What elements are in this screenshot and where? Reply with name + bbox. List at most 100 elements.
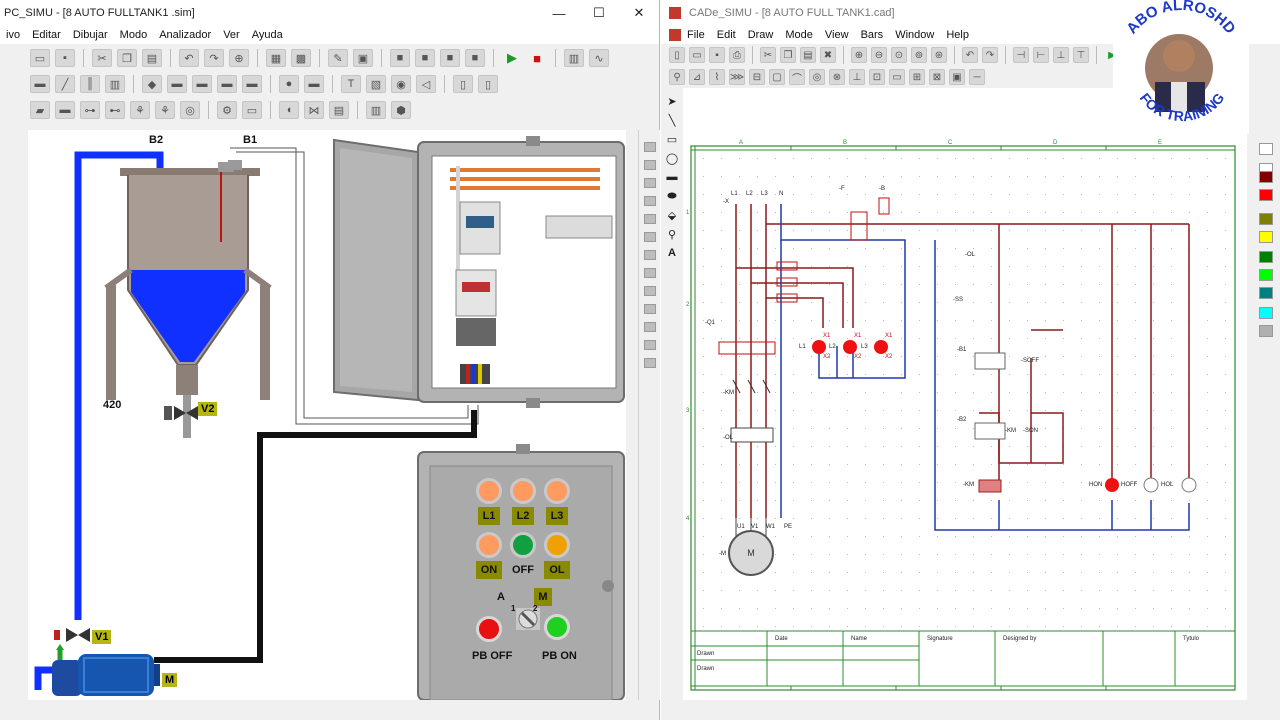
palette-swatch[interactable] [644, 358, 656, 368]
tool-h-icon[interactable]: ▭ [242, 101, 262, 119]
comp3-icon[interactable]: ▬ [192, 75, 212, 93]
pipe2-icon[interactable]: ▥ [105, 75, 125, 93]
menu-dibujar[interactable]: Dibujar [72, 29, 108, 41]
undo-icon[interactable]: ↶ [962, 47, 978, 63]
contact-icon[interactable]: ⌒ [789, 69, 805, 85]
comp2-icon[interactable]: ▬ [167, 75, 187, 93]
color-swatch[interactable] [1259, 287, 1273, 299]
shape3-icon[interactable]: ■ [440, 49, 460, 67]
cut-icon[interactable]: ✂ [92, 49, 112, 67]
save-icon[interactable]: ▪ [709, 47, 725, 63]
print-icon[interactable]: ⎙ [729, 47, 745, 63]
lamp-icon[interactable]: ⊗ [829, 69, 845, 85]
menu-modo[interactable]: Modo [119, 29, 148, 41]
paste-icon[interactable]: ▤ [142, 49, 162, 67]
undo-icon[interactable]: ↶ [179, 49, 199, 67]
stop-icon[interactable]: ■ [533, 50, 541, 66]
switch3-icon[interactable]: ⋙ [729, 69, 745, 85]
color-swatch[interactable] [1259, 143, 1273, 155]
palette-swatch[interactable] [644, 196, 656, 206]
valve-v2-tag[interactable]: V2 [198, 402, 218, 416]
color-swatch[interactable] [1259, 325, 1273, 337]
color-swatch[interactable] [1259, 213, 1273, 225]
comp-icon[interactable]: ◆ [142, 75, 162, 93]
zoom-page-icon[interactable]: ⊛ [931, 47, 947, 63]
tool-i-icon[interactable]: ◖ [279, 101, 299, 119]
open-icon[interactable]: ▭ [30, 49, 50, 67]
tool-e-icon[interactable]: ⚘ [130, 101, 150, 119]
shape-icon[interactable]: ■ [390, 49, 410, 67]
schematic-canvas[interactable]: M A B C D E 1 2 3 4 [683, 88, 1247, 700]
wire-icon[interactable]: ─ [969, 69, 985, 85]
comp4-icon[interactable]: ▬ [217, 75, 237, 93]
palette-swatch[interactable] [644, 322, 656, 332]
bulb-icon[interactable]: ◉ [391, 75, 411, 93]
run-icon[interactable]: ▶ [507, 50, 517, 65]
menu-view[interactable]: View [824, 29, 849, 41]
close-button[interactable]: ✕ [633, 5, 645, 20]
simulate-run-icon[interactable]: ▶ [1108, 49, 1116, 61]
menu-edit[interactable]: Edit [716, 29, 736, 41]
paste-icon[interactable]: ▤ [800, 47, 816, 63]
redo-icon[interactable]: ↷ [204, 49, 224, 67]
menu-editar[interactable]: Editar [32, 29, 61, 41]
simulation-canvas[interactable]: B2 B1 420 V2 V1 M L1 L2 L3 ON OFF OL A M… [28, 130, 626, 700]
align-icon[interactable]: ⊣ [1013, 47, 1029, 63]
timer-icon[interactable]: ⊞ [909, 69, 925, 85]
menu-bars[interactable]: Bars [860, 29, 884, 41]
graph-icon[interactable]: ∿ [589, 49, 609, 67]
eyedropper-icon[interactable]: ⚲ [667, 228, 677, 241]
rect-tool-icon[interactable]: ▭ [666, 133, 678, 146]
plug-icon[interactable]: ⊿ [689, 69, 705, 85]
color-swatch[interactable] [1259, 307, 1273, 319]
text-icon[interactable]: T [341, 75, 361, 93]
tool-m-icon[interactable]: ⬢ [391, 101, 411, 119]
chart-icon[interactable]: ▥ [564, 49, 584, 67]
zoom-icon[interactable]: ⊕ [229, 49, 249, 67]
pipe-icon[interactable]: ║ [80, 75, 100, 93]
align4-icon[interactable]: ⊤ [1073, 47, 1089, 63]
palette-swatch[interactable] [644, 142, 656, 152]
tool-g-icon[interactable]: ◎ [180, 101, 200, 119]
pb-off-button[interactable] [476, 616, 502, 642]
pin-icon[interactable]: ⚲ [669, 69, 685, 85]
redo-icon[interactable]: ↷ [982, 47, 998, 63]
palette-swatch[interactable] [644, 304, 656, 314]
menu-file[interactable]: File [687, 29, 705, 41]
shape4-icon[interactable]: ■ [465, 49, 485, 67]
copy-icon[interactable]: ❐ [780, 47, 796, 63]
zoom-fit-icon[interactable]: ⊙ [891, 47, 907, 63]
coil-icon[interactable]: ▭ [889, 69, 905, 85]
relay-icon[interactable]: ▢ [769, 69, 785, 85]
tool-l-icon[interactable]: ▥ [366, 101, 386, 119]
menu-ayuda[interactable]: Ayuda [251, 29, 283, 41]
align3-icon[interactable]: ⊥ [1053, 47, 1069, 63]
sensor-icon[interactable]: ⊡ [869, 69, 885, 85]
grid-icon[interactable]: ▦ [266, 49, 286, 67]
palette-swatch[interactable] [644, 160, 656, 170]
shape2-icon[interactable]: ■ [415, 49, 435, 67]
line-tool-icon[interactable]: ╲ [668, 114, 676, 127]
menu-window[interactable]: Window [895, 29, 935, 41]
palette-swatch[interactable] [644, 214, 656, 224]
color-swatch[interactable] [1259, 231, 1273, 243]
circle-icon[interactable]: ● [279, 75, 299, 93]
monitor-icon[interactable]: ▣ [353, 49, 373, 67]
menu-archivo[interactable]: ivo [6, 29, 21, 41]
palette-swatch[interactable] [644, 340, 656, 350]
switch-icon[interactable]: ⌇ [709, 69, 725, 85]
tool-a-icon[interactable]: ▰ [30, 101, 50, 119]
menu-mode[interactable]: Mode [785, 29, 813, 41]
maximize-button[interactable]: ☐ [593, 5, 605, 20]
tool-j-icon[interactable]: ⋈ [304, 101, 324, 119]
color-swatch[interactable] [1259, 251, 1273, 263]
left-vertical-scrollbar[interactable] [626, 130, 638, 700]
new-icon[interactable]: ▯ [669, 47, 685, 63]
diag-icon[interactable]: ╱ [55, 75, 75, 93]
open-icon[interactable]: ▭ [689, 47, 705, 63]
align2-icon[interactable]: ⊢ [1033, 47, 1049, 63]
menu-help[interactable]: Help [946, 29, 969, 41]
color-swatch[interactable] [1259, 269, 1273, 281]
gear-icon[interactable]: ⚙ [217, 101, 237, 119]
color-swatch[interactable] [1259, 189, 1273, 201]
